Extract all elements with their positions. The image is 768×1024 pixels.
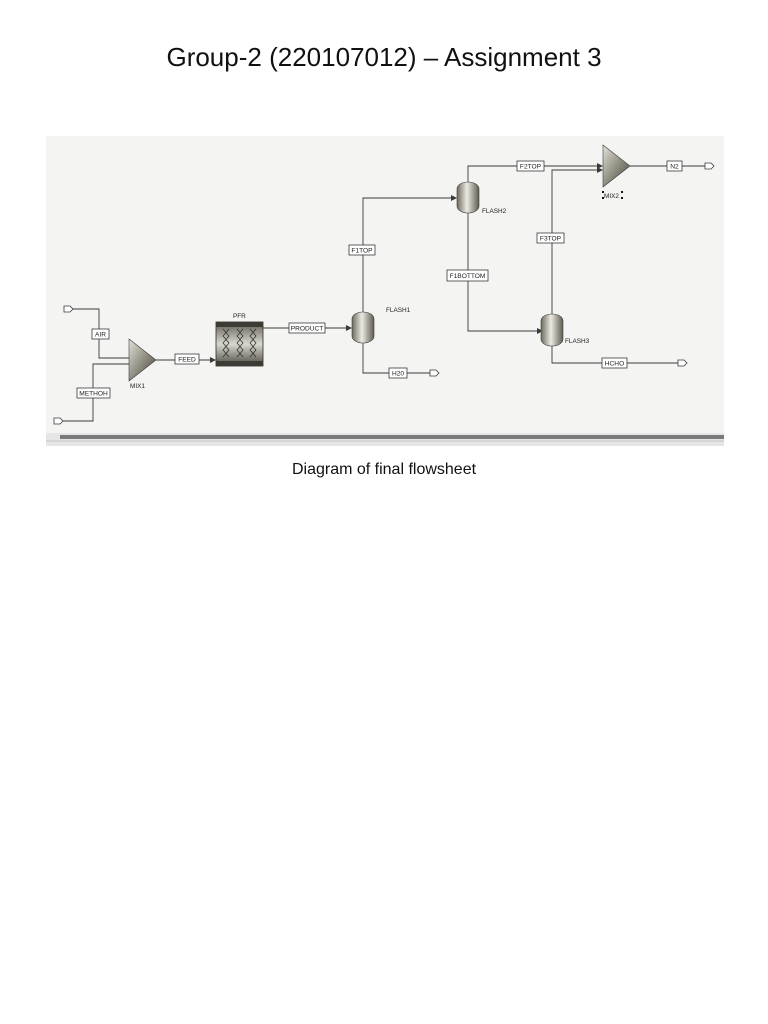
scrollbar-thumb[interactable] (60, 435, 724, 439)
mix1-label: MIX1 (130, 383, 145, 390)
svg-text:PRODUCT: PRODUCT (291, 326, 324, 333)
unit-pfr[interactable]: PFR (215, 313, 264, 367)
flash-drum-icon (540, 313, 564, 347)
diagram-background (46, 136, 724, 433)
flowsheet-diagram: MIX1 PFR FLASH1 FLASH2 (46, 136, 724, 446)
pfr-packing-icon (222, 328, 257, 358)
svg-text:FEED: FEED (178, 357, 196, 364)
flowsheet-canvas: MIX1 PFR FLASH1 FLASH2 (46, 136, 724, 446)
mixer-icon (602, 144, 631, 188)
stream-f1top[interactable] (362, 195, 457, 312)
stream-label-feed[interactable]: FEED (174, 353, 200, 365)
unit-flash2[interactable]: FLASH2 (456, 181, 507, 215)
svg-text:HCHO: HCHO (605, 361, 624, 368)
stream-hcho[interactable] (551, 346, 688, 367)
selection-handles-icon (602, 191, 623, 199)
flash-drum-icon (456, 181, 480, 214)
figure-caption: Diagram of final flowsheet (291, 461, 477, 478)
unit-flash1[interactable]: FLASH1 (351, 307, 411, 344)
stream-label-f2top[interactable]: F2TOP (516, 160, 545, 172)
unit-flash3[interactable]: FLASH3 (540, 313, 590, 347)
stream-f1bottom[interactable] (467, 213, 543, 334)
svg-text:METHOH: METHOH (79, 391, 108, 398)
svg-text:F2TOP: F2TOP (520, 164, 542, 171)
stream-label-hcho[interactable]: HCHO (601, 357, 628, 369)
flash3-label: FLASH3 (565, 338, 590, 345)
pfr-label: PFR (233, 313, 246, 320)
stream-f2top[interactable] (467, 163, 603, 182)
svg-text:AIR: AIR (95, 332, 106, 339)
svg-text:N2: N2 (670, 164, 679, 171)
svg-text:F3TOP: F3TOP (540, 236, 562, 243)
page-title: Group-2 (220107012) – Assignment 3 (166, 42, 602, 72)
svg-text:F1TOP: F1TOP (351, 248, 373, 255)
unit-mix1[interactable]: MIX1 (128, 338, 157, 390)
scrollbar-track[interactable] (46, 433, 724, 446)
stream-label-h2o[interactable]: H20 (388, 367, 408, 379)
stream-n2[interactable] (630, 162, 715, 170)
stream-label-f1bottom[interactable]: F1BOTTOM (446, 269, 489, 282)
n2-outlet-arrow-icon (704, 162, 715, 170)
unit-mix2[interactable]: MIX2 (602, 144, 631, 200)
mix2-label: MIX2 (604, 193, 619, 200)
svg-text:F1BOTTOM: F1BOTTOM (450, 273, 486, 280)
stream-label-f1top[interactable]: F1TOP (348, 244, 376, 256)
stream-label-product[interactable]: PRODUCT (288, 322, 326, 334)
h2o-outlet-arrow-icon (429, 369, 440, 377)
mixer-icon (128, 338, 157, 382)
flash1-label: FLASH1 (386, 307, 411, 314)
air-inlet-arrow-icon (63, 305, 74, 313)
methoh-inlet-arrow-icon (53, 417, 64, 425)
hcho-outlet-arrow-icon (677, 359, 688, 367)
stream-label-n2[interactable]: N2 (666, 160, 683, 172)
stream-h2o[interactable] (362, 343, 440, 377)
stream-label-f3top[interactable]: F3TOP (536, 232, 565, 244)
stream-label-air[interactable]: AIR (91, 328, 110, 340)
svg-text:H20: H20 (392, 371, 404, 378)
flash-drum-icon (351, 311, 375, 344)
flash2-label: FLASH2 (482, 208, 507, 215)
stream-f3top[interactable] (551, 167, 603, 314)
stream-label-methoh[interactable]: METHOH (76, 387, 111, 399)
